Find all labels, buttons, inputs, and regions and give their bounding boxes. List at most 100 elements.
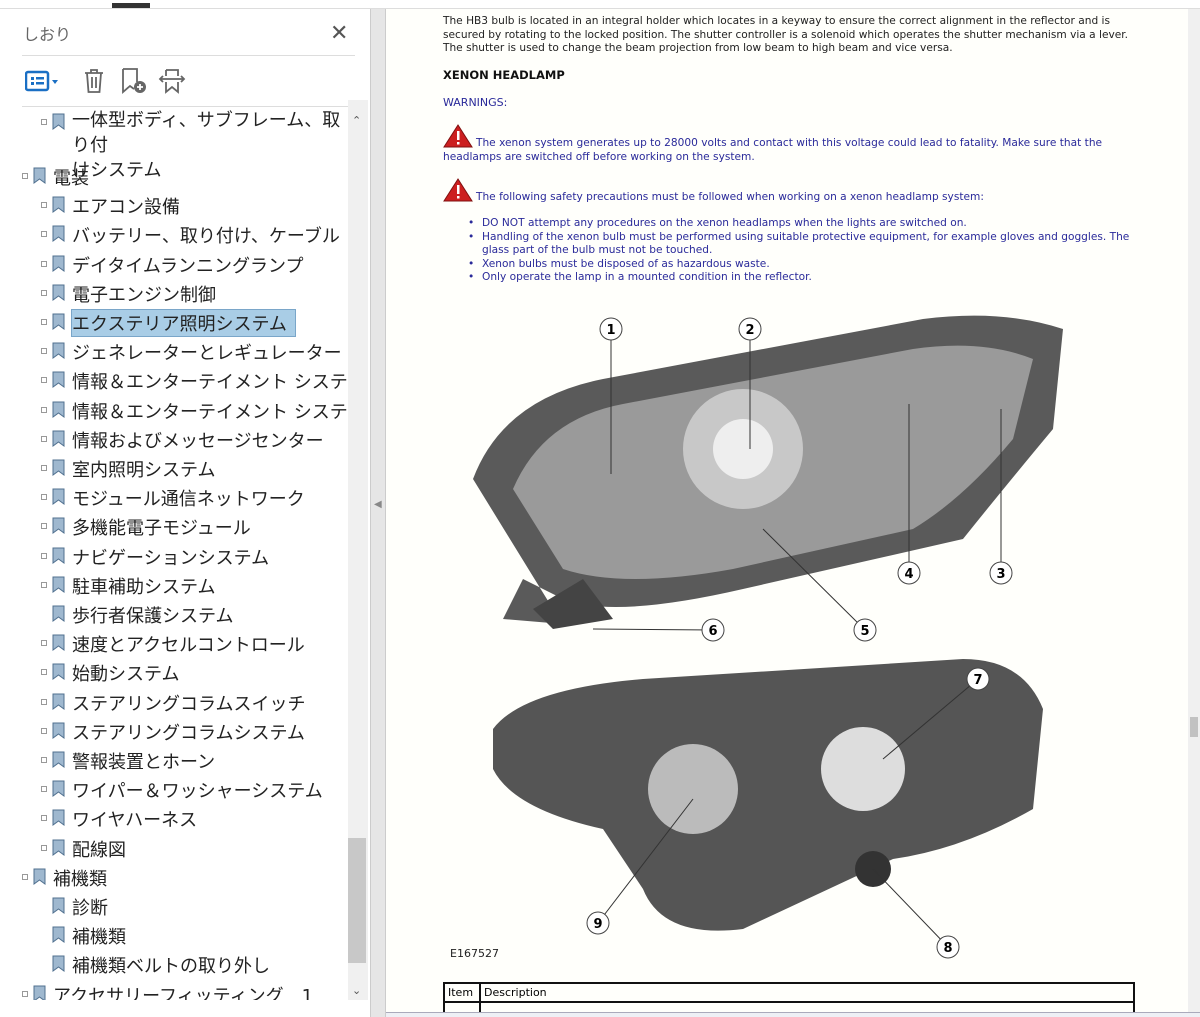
bookmark-icon (52, 113, 65, 130)
bookmark-item[interactable]: デイタイムランニングランプ (41, 252, 303, 279)
expand-toggle[interactable] (41, 435, 47, 442)
expand-toggle[interactable] (41, 289, 47, 296)
scrollbar-thumb[interactable] (1190, 717, 1198, 737)
callout-circle (897, 561, 921, 585)
bookmark-label: 警報装置とホーン (72, 752, 216, 773)
bookmark-item[interactable]: ステアリングコラムスイッチ (41, 690, 305, 717)
bookmark-icon (52, 371, 65, 389)
bookmark-label: エアコン設備 (72, 197, 180, 219)
expand-toggle[interactable] (41, 465, 47, 471)
expand-toggle[interactable] (41, 523, 47, 530)
expand-toggle[interactable] (41, 319, 47, 325)
expand-toggle[interactable] (41, 202, 47, 209)
callout-number: 3 (996, 567, 1005, 582)
expand-toggle[interactable] (41, 815, 47, 822)
expand-toggle[interactable] (22, 173, 28, 179)
tree-scrollbar[interactable]: ⌃ ⌄ (348, 100, 368, 1000)
expand-toggle[interactable] (41, 552, 47, 559)
bookmark-item[interactable]: 一体型ボディ、サブフレーム、取り付けシステム (41, 110, 342, 181)
bookmark-item[interactable]: バッテリー、取り付け、ケーブル (41, 222, 340, 249)
callout-circle (738, 317, 762, 341)
bookmark-item[interactable]: 速度とアクセルコントロール (41, 631, 305, 658)
bookmark-item[interactable]: アクセサリーフィッティング 1 (22, 982, 313, 1000)
bookmark-item[interactable]: モジュール通信ネットワーク (41, 485, 305, 512)
expand-toggle[interactable] (41, 377, 47, 384)
expand-toggle[interactable] (41, 348, 47, 355)
intro-paragraph: The HB3 bulb is located in an integral h… (443, 15, 1129, 54)
callout-number: 2 (745, 323, 754, 338)
bookmark-icon (52, 196, 65, 214)
expand-toggle[interactable] (41, 757, 47, 763)
expand-toggle[interactable] (41, 231, 47, 238)
expand-bookmark-button[interactable] (156, 67, 188, 95)
callout-circle (701, 618, 725, 642)
options-menu-button[interactable] (24, 67, 60, 95)
bookmark-item[interactable]: 情報＆エンターテイメント システム 2 (41, 398, 348, 425)
expand-toggle[interactable] (22, 990, 28, 997)
expand-toggle[interactable] (41, 640, 47, 647)
bookmark-item[interactable]: 駐車補助システム (41, 573, 215, 600)
expand-toggle[interactable] (41, 669, 47, 676)
expand-toggle[interactable] (41, 494, 47, 501)
bookmark-item[interactable]: 補機類 (41, 923, 126, 950)
bookmark-item[interactable]: 補機類 (22, 865, 107, 892)
bookmark-item[interactable]: 補機類ベルトの取り外し (41, 952, 270, 979)
warnings-label: WARNINGS: (443, 96, 508, 109)
delete-bookmark-button[interactable] (80, 67, 108, 95)
warning-2-text: The following safety precautions must be… (476, 191, 984, 203)
expand-toggle[interactable] (41, 581, 47, 588)
scrollbar-thumb[interactable] (348, 838, 366, 963)
bookmark-icon (52, 634, 65, 652)
bookmark-icon (52, 722, 65, 739)
callout-circle (853, 618, 877, 642)
scroll-down-icon[interactable]: ⌄ (352, 984, 362, 997)
expand-toggle[interactable] (41, 119, 47, 125)
expand-toggle[interactable] (41, 260, 47, 267)
close-icon[interactable]: ✕ (330, 21, 349, 46)
bookmark-icon (52, 839, 65, 856)
bookmark-item[interactable]: エクステリア照明システム (41, 309, 296, 337)
bookmark-item[interactable]: 診断 (41, 894, 108, 921)
bookmark-label: ワイヤハーネス (72, 810, 198, 832)
callout-number: 1 (606, 323, 615, 338)
scroll-up-icon[interactable]: ⌃ (352, 114, 362, 127)
bookmark-item[interactable]: 歩行者保護システム (41, 602, 233, 629)
bookmark-item[interactable]: 多機能電子モジュール (41, 514, 251, 541)
bookmark-item[interactable]: 警報装置とホーン (41, 748, 215, 775)
bookmark-label: 情報＆エンターテイメント システム 2 (72, 401, 348, 423)
bookmark-item[interactable]: ステアリングコラムシステム (41, 719, 305, 746)
bookmark-item[interactable]: 始動システム (41, 660, 179, 687)
bookmark-item[interactable]: エアコン設備 (41, 193, 180, 220)
bookmark-icon (52, 605, 65, 622)
bookmark-item[interactable]: ジェネレーターとレギュレーター (41, 339, 342, 366)
bookmark-item[interactable]: 情報およびメッセージセンター (41, 427, 324, 454)
bookmark-label: 電子エンジン制御 (72, 284, 216, 306)
expand-toggle[interactable] (41, 786, 47, 793)
expand-toggle[interactable] (41, 727, 47, 734)
bookmark-icon (52, 693, 65, 710)
bookmark-item[interactable]: 情報＆エンターテイメント システム 1 (41, 368, 348, 395)
callout-circle (599, 317, 623, 341)
bookmark-icon (52, 547, 65, 564)
bookmark-item[interactable]: 電装 (22, 164, 89, 191)
list-options-icon (25, 70, 58, 92)
bookmark-item[interactable]: ワイパー＆ワッシャーシステム (41, 777, 323, 804)
trash-icon (85, 69, 103, 93)
new-bookmark-button[interactable] (118, 67, 150, 95)
bookmark-label: 情報＆エンターテイメント システム 1 (72, 372, 348, 394)
bookmark-item[interactable]: ナビゲーションシステム (41, 544, 269, 571)
bookmark-label: 電装 (53, 168, 89, 189)
callout-leader (592, 628, 714, 631)
document-scrollbar[interactable] (1188, 9, 1200, 1017)
expand-toggle[interactable] (41, 698, 47, 705)
collapse-arrow-icon[interactable]: ◀ (374, 499, 382, 510)
bookmark-item[interactable]: 室内照明システム (41, 456, 215, 483)
bookmark-item[interactable]: 電子エンジン制御 (41, 281, 216, 308)
expand-toggle[interactable] (41, 844, 47, 851)
expand-toggle[interactable] (41, 406, 47, 413)
bookmark-item[interactable]: 配線図 (41, 836, 126, 863)
expand-toggle[interactable] (22, 873, 28, 880)
bookmark-icon (52, 401, 65, 418)
panel-splitter[interactable]: ◀ (370, 9, 386, 1017)
bookmark-item[interactable]: ワイヤハーネス (41, 806, 197, 833)
